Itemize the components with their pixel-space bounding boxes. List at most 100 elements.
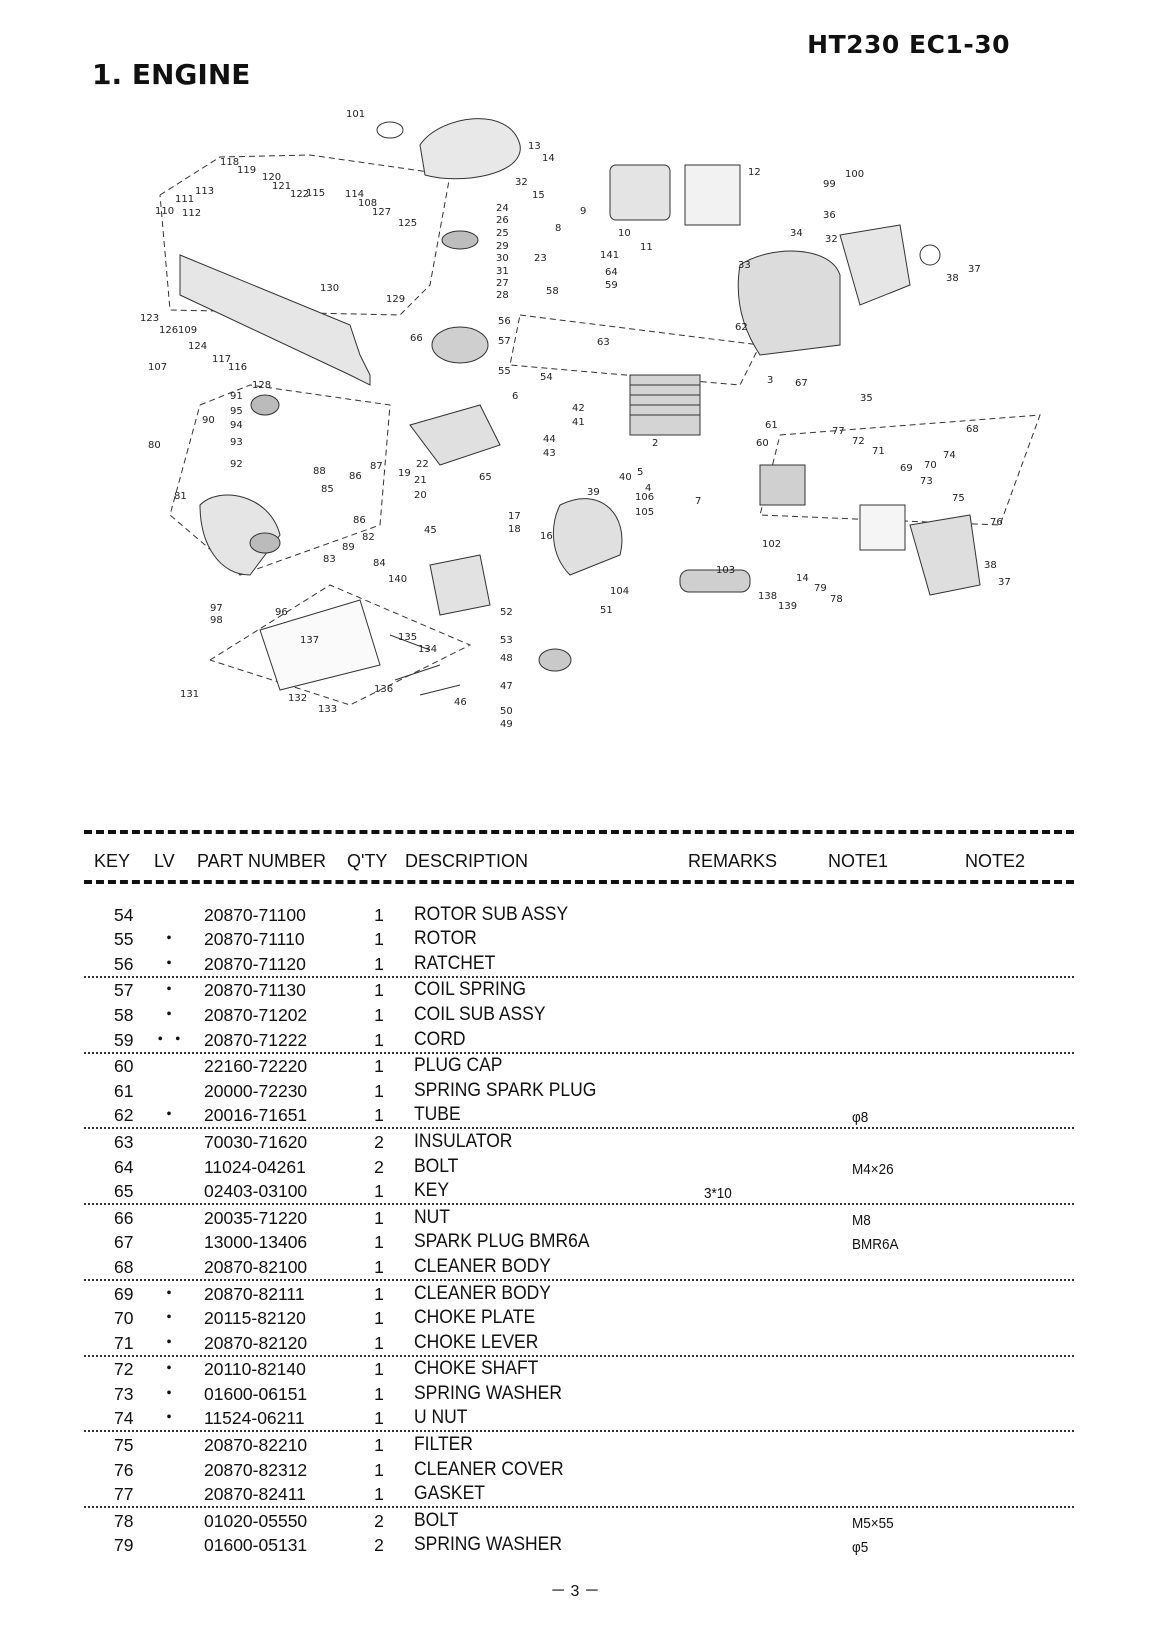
svg-text:135: 135 <box>398 632 417 643</box>
svg-text:129: 129 <box>386 294 405 305</box>
cell-pn: 70030-71620 <box>204 1131 308 1152</box>
svg-text:124: 124 <box>188 341 207 352</box>
svg-text:64: 64 <box>605 267 618 278</box>
cell-lv: ・ <box>160 1407 178 1428</box>
svg-text:36: 36 <box>823 210 836 221</box>
svg-text:37: 37 <box>968 264 981 275</box>
front-handle <box>179 254 371 386</box>
cell-lv: ・ <box>160 1331 178 1352</box>
cell-key: 71 <box>114 1332 134 1353</box>
svg-text:9: 9 <box>580 206 586 217</box>
cell-n1: BMR6A <box>852 1236 899 1254</box>
cell-qty: 1 <box>374 1332 384 1353</box>
cell-desc: SPRING WASHER <box>414 1534 562 1556</box>
svg-text:67: 67 <box>795 378 808 389</box>
svg-text:69: 69 <box>900 463 913 474</box>
cell-pn: 11024-04261 <box>204 1156 306 1177</box>
cell-lv: ・ <box>160 1307 178 1328</box>
svg-text:95: 95 <box>230 406 243 417</box>
cell-desc: CHOKE PLATE <box>414 1307 536 1329</box>
cell-desc: SPRING WASHER <box>414 1382 562 1404</box>
cell-lv: ・ <box>160 979 178 1000</box>
svg-text:24: 24 <box>496 203 509 214</box>
cell-pn: 20870-82111 <box>204 1283 305 1304</box>
svg-text:105: 105 <box>635 507 654 518</box>
cell-pn: 20870-71100 <box>204 904 306 925</box>
cell-qty: 1 <box>374 1004 384 1025</box>
cell-qty: 1 <box>374 1359 384 1380</box>
svg-text:35: 35 <box>860 393 873 404</box>
svg-text:40: 40 <box>619 472 632 483</box>
svg-text:120: 120 <box>262 172 281 183</box>
cell-qty: 1 <box>374 953 384 974</box>
svg-text:43: 43 <box>543 448 556 459</box>
cell-key: 64 <box>114 1156 134 1177</box>
svg-text:70: 70 <box>924 460 937 471</box>
table-header: KEY LV PART NUMBER Q'TY DESCRIPTION REMA… <box>84 851 1084 879</box>
header-key: KEY <box>94 851 131 871</box>
cell-desc: CORD <box>414 1028 466 1050</box>
svg-text:113: 113 <box>195 186 214 197</box>
cell-desc: CHOKE LEVER <box>414 1331 539 1353</box>
svg-text:16: 16 <box>540 531 553 542</box>
cell-qty: 1 <box>374 1308 384 1329</box>
svg-text:117: 117 <box>212 354 231 365</box>
cell-pn: 20870-82411 <box>204 1484 306 1505</box>
recoil-group-outline <box>509 314 761 386</box>
cell-desc: ROTOR SUB ASSY <box>414 903 569 925</box>
svg-text:85: 85 <box>321 484 334 495</box>
svg-text:141: 141 <box>600 250 619 261</box>
cell-pn: 01020-05550 <box>204 1510 308 1531</box>
svg-text:19: 19 <box>398 468 411 479</box>
cell-n1: M5×55 <box>852 1514 894 1532</box>
svg-text:62: 62 <box>735 322 748 333</box>
cell-key: 78 <box>114 1510 134 1531</box>
cell-lv: ・ <box>160 1358 178 1379</box>
svg-text:53: 53 <box>500 635 513 646</box>
svg-text:17: 17 <box>508 511 521 522</box>
svg-text:32: 32 <box>825 234 838 245</box>
svg-text:86: 86 <box>353 515 366 526</box>
svg-text:98: 98 <box>210 615 223 626</box>
svg-text:106: 106 <box>635 492 654 503</box>
svg-text:131: 131 <box>180 689 199 700</box>
cell-desc: KEY <box>414 1180 449 1202</box>
svg-text:26: 26 <box>496 215 509 226</box>
cell-qty: 1 <box>374 1484 384 1505</box>
cell-desc: PLUG CAP <box>414 1055 503 1077</box>
cell-desc: CLEANER BODY <box>414 1282 551 1304</box>
svg-text:42: 42 <box>572 403 585 414</box>
cell-pn: 11524-06211 <box>204 1408 305 1429</box>
filter <box>859 504 906 551</box>
cell-qty: 1 <box>374 1207 384 1228</box>
svg-text:32: 32 <box>515 177 528 188</box>
header-note1: NOTE1 <box>828 851 889 871</box>
cell-desc: FILTER <box>414 1434 473 1456</box>
svg-text:88: 88 <box>313 466 326 477</box>
starter-pulley <box>199 494 281 576</box>
cell-desc: ROTOR <box>414 928 477 950</box>
cell-qty: 2 <box>374 1156 384 1177</box>
cell-qty: 1 <box>374 1080 384 1101</box>
cell-desc: CLEANER COVER <box>414 1458 564 1480</box>
svg-text:125: 125 <box>398 218 417 229</box>
svg-text:127: 127 <box>372 207 391 218</box>
svg-text:14: 14 <box>796 573 809 584</box>
cell-key: 59 <box>114 1029 134 1050</box>
svg-text:110: 110 <box>155 206 174 217</box>
cell-key: 75 <box>114 1435 134 1456</box>
svg-text:12: 12 <box>748 167 761 178</box>
svg-text:114: 114 <box>345 189 364 200</box>
cell-key: 60 <box>114 1056 134 1077</box>
cell-qty: 1 <box>374 904 384 925</box>
svg-text:47: 47 <box>500 681 513 692</box>
